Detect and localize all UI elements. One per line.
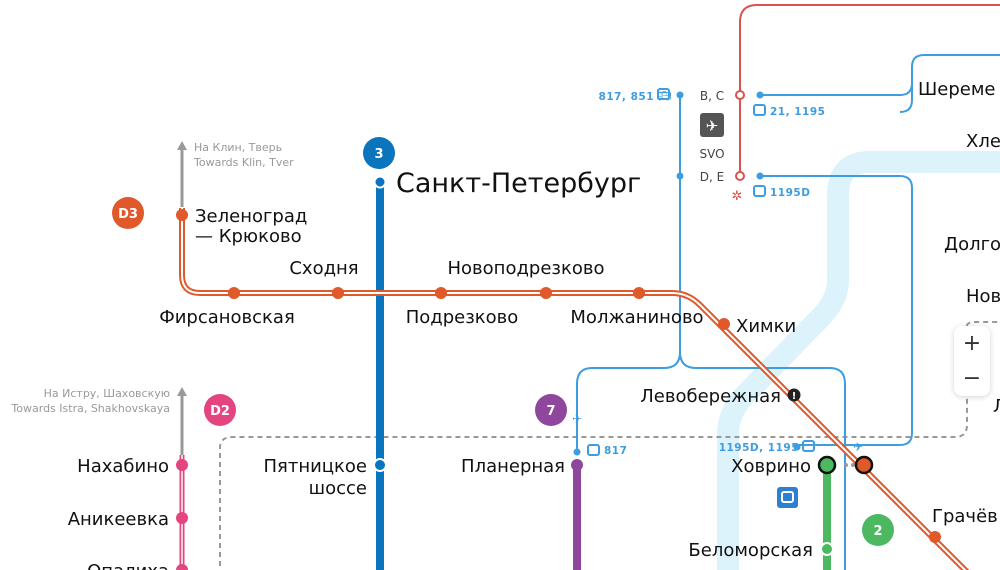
svg-text:7: 7 <box>546 404 555 419</box>
d3-badge[interactable]: D3 <box>112 197 144 229</box>
station-label: Санкт-Петербург <box>396 168 641 199</box>
zoom-in-button[interactable]: + <box>962 331 982 356</box>
svg-text:D2: D2 <box>210 404 230 419</box>
aeroexpress-line <box>739 4 1000 176</box>
spb-station[interactable] <box>373 175 387 189</box>
station-label: Долго <box>944 234 1000 255</box>
dashed-transfer-path-2 <box>966 321 1000 327</box>
pyatnitskoe-station[interactable] <box>373 458 387 472</box>
station-label: Опалиха <box>87 561 169 570</box>
station-label: Л <box>993 396 1000 417</box>
station-label: Левобережная <box>640 386 781 407</box>
svg-text:✈: ✈ <box>706 117 719 135</box>
bus-routes: 21, 1195 <box>770 106 825 118</box>
airplane-icon: ✈ <box>572 412 582 426</box>
bus-routes: 1195D, 1195 <box>719 442 799 454</box>
station-label: Молжаниново <box>570 307 703 328</box>
airport-code: SVO <box>699 147 724 161</box>
bus-station-icon[interactable] <box>777 487 798 508</box>
station-label: Зеленоград <box>195 206 307 227</box>
d3-stations[interactable] <box>176 209 941 543</box>
bus-routes: 817, 851 <box>599 91 654 103</box>
station-label: Ховрино <box>731 456 811 477</box>
bus-icon <box>753 104 766 116</box>
station-label: Аникеевка <box>68 509 169 530</box>
bus-icon <box>657 88 670 100</box>
airplane-icon: ✈ <box>853 440 863 454</box>
station-label: Хле <box>966 131 1000 152</box>
station-label: Фирсановская <box>159 307 295 328</box>
station-label: Подрезково <box>406 307 519 328</box>
d2-badge[interactable]: D2 <box>204 394 236 426</box>
line-2-badge[interactable]: 2 <box>862 514 894 546</box>
station-label: Планерная <box>461 456 565 477</box>
direction-label: На Клин, Тверь <box>194 141 282 154</box>
warning-icon <box>787 388 801 402</box>
station-label: Новоподрезково <box>448 258 605 279</box>
station-label: Сходня <box>289 258 358 279</box>
svg-text:D3: D3 <box>118 207 138 222</box>
direction-label: Towards Klin, Tver <box>193 156 294 169</box>
airport-icon[interactable] <box>700 113 724 137</box>
bus-icon <box>753 185 766 197</box>
station-label: — Крюково <box>195 226 302 247</box>
khovrino-line2-station[interactable] <box>817 455 837 475</box>
direction-label: Towards Istra, Shakhovskaya <box>10 402 170 415</box>
station-label: Химки <box>736 316 796 337</box>
belomorskaya-station[interactable] <box>820 542 834 556</box>
dashed-transfer-path <box>219 396 968 570</box>
zoom-controls: + − <box>954 326 990 396</box>
planernaya-station[interactable] <box>571 459 583 471</box>
svg-text:3: 3 <box>374 147 383 162</box>
airport-bus-lines <box>576 54 1000 570</box>
station-label: Нов <box>966 286 1000 307</box>
terminals-bc: B, C <box>700 89 724 103</box>
aeroflot-star-icon: ✲ <box>732 189 743 204</box>
bus-routes: 817 <box>604 445 627 457</box>
line-3-badge[interactable]: 3 <box>363 137 395 169</box>
bus-icon <box>587 444 600 456</box>
svg-text:!: ! <box>792 391 797 402</box>
bus-routes: 1195D <box>770 187 810 199</box>
direction-label: На Истру, Шаховскую <box>44 387 170 400</box>
station-label: Шереме <box>918 79 995 100</box>
d2-stations[interactable] <box>176 459 188 570</box>
station-label: Пятницкое <box>263 456 367 477</box>
station-label: шоссе <box>309 478 367 499</box>
river <box>717 151 1000 570</box>
station-label: Грачёв <box>932 506 998 527</box>
zoom-out-button[interactable]: − <box>962 366 982 391</box>
bus-icon <box>802 440 815 452</box>
direction-arrow-icon <box>177 141 187 455</box>
khovrino-d3-station[interactable] <box>854 455 874 475</box>
station-label: Беломорская <box>688 540 813 561</box>
terminals-de: D, E <box>700 170 724 184</box>
line-7-badge[interactable]: 7 <box>535 394 567 426</box>
svg-text:2: 2 <box>873 524 882 539</box>
station-label: Нахабино <box>77 456 169 477</box>
